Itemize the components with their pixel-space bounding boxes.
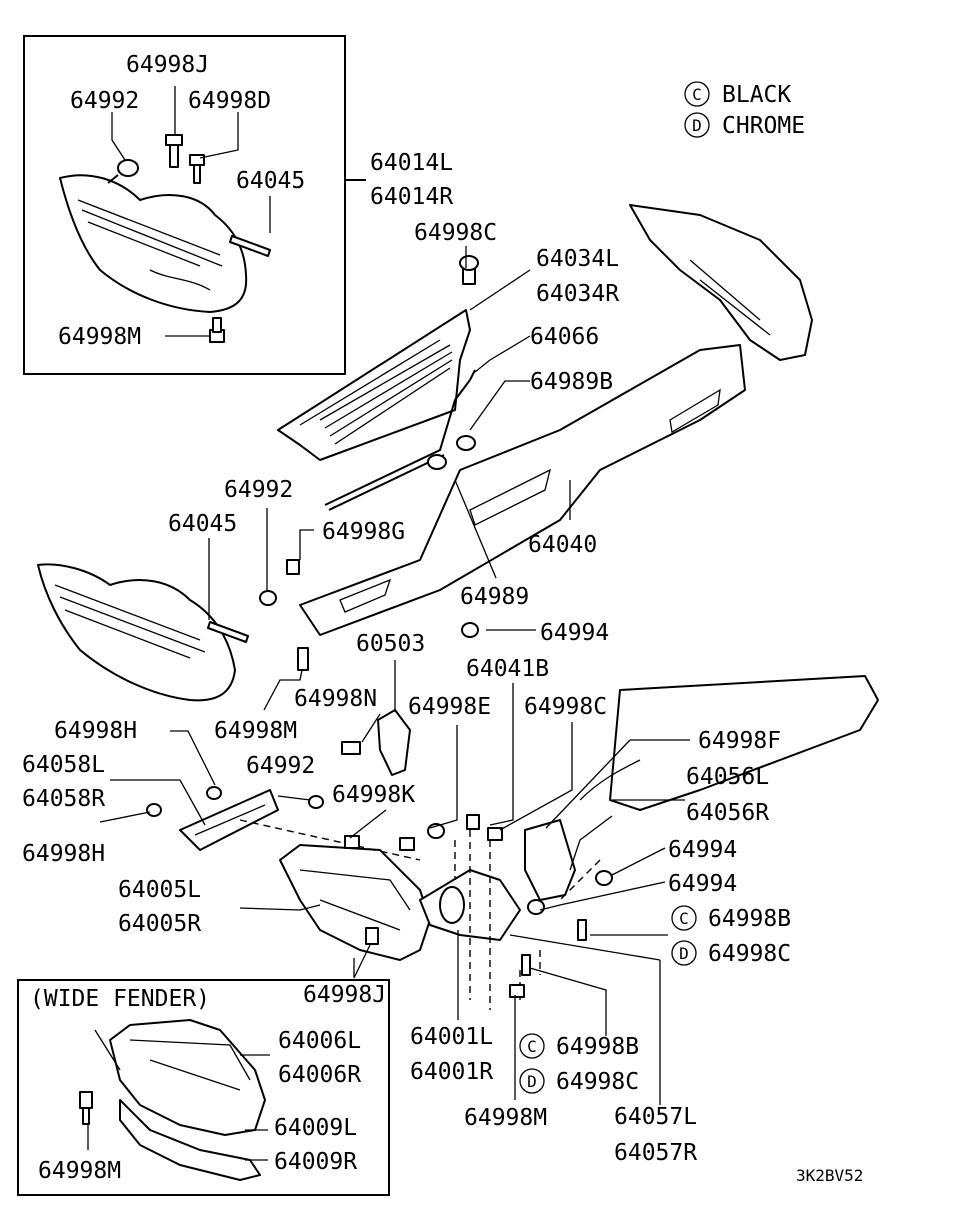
label-64989: 64989: [460, 584, 529, 610]
label-64006L: 64006L: [278, 1028, 361, 1054]
label-64998J-low: 64998J: [303, 982, 386, 1008]
color-legend: C BLACK D CHROME: [684, 81, 805, 139]
label-64009R: 64009R: [274, 1149, 357, 1175]
label-64040: 64040: [528, 532, 597, 558]
label-64994-c: 64994: [668, 871, 737, 897]
code-64998C-low: D: [527, 1072, 537, 1091]
label-64992-low: 64992: [246, 753, 315, 779]
legend-chrome-label: CHROME: [722, 113, 805, 139]
label-64056L: 64056L: [686, 764, 769, 790]
label-64998M-wide: 64998M: [38, 1158, 121, 1184]
label-64998N: 64998N: [294, 686, 377, 712]
label-64001R: 64001R: [410, 1059, 493, 1085]
label-64058L: 64058L: [22, 752, 105, 778]
label-64998E: 64998E: [408, 694, 491, 720]
label-64992-mid: 64992: [224, 477, 293, 503]
label-64005R: 64005R: [118, 911, 201, 937]
inset-top-box: 64998J 64992 64998D 64045 64998M: [23, 35, 366, 375]
label-64998D: 64998D: [188, 88, 271, 114]
label-64998C-low: 64998C: [556, 1069, 639, 1095]
main-assembly: [37, 204, 879, 1010]
label-64045-top: 64045: [236, 168, 305, 194]
label-64992-top: 64992: [70, 88, 139, 114]
legend-black-label: BLACK: [722, 82, 791, 108]
label-64009L: 64009L: [274, 1115, 357, 1141]
code-64998C-right: D: [679, 944, 689, 963]
label-64998M-mid: 64998M: [214, 718, 297, 744]
label-64998M-low: 64998M: [464, 1105, 547, 1131]
label-64066: 64066: [530, 324, 599, 350]
code-64998B-low: C: [527, 1037, 537, 1056]
label-64998G: 64998G: [322, 519, 405, 545]
figure-code: 3K2BV52: [796, 1166, 863, 1185]
label-64998C-top: 64998C: [414, 220, 497, 246]
inset-wide-fender-box: (WIDE FENDER) 64006L 64006R 64009L 64009…: [17, 979, 390, 1196]
wide-fender-title: (WIDE FENDER): [30, 986, 210, 1012]
label-64998J-top: 64998J: [126, 52, 209, 78]
main-labels: 64998C 64034L 64034R 64066 64989B 64040 …: [22, 220, 791, 1166]
label-64034L: 64034L: [536, 246, 619, 272]
label-64045-mid: 64045: [168, 511, 237, 537]
label-64001L: 64001L: [410, 1024, 493, 1050]
label-64041B: 64041B: [466, 656, 549, 682]
label-64994-b: 64994: [668, 837, 737, 863]
label-64006R: 64006R: [278, 1062, 361, 1088]
label-64994-a: 64994: [540, 620, 609, 646]
label-64998H-bot: 64998H: [22, 841, 105, 867]
label-64998B-right: 64998B: [708, 906, 791, 932]
label-64014R: 64014R: [370, 184, 453, 210]
label-64057L: 64057L: [614, 1104, 697, 1130]
leader-lines: [99, 246, 690, 1105]
label-64998C-mid: 64998C: [524, 694, 607, 720]
label-64998C-right: 64998C: [708, 941, 791, 967]
label-64998K: 64998K: [332, 782, 415, 808]
label-64998M-top: 64998M: [58, 324, 141, 350]
label-64989B: 64989B: [530, 369, 613, 395]
label-64057R: 64057R: [614, 1140, 697, 1166]
label-64998F: 64998F: [698, 728, 781, 754]
legend-chrome-code: D: [692, 116, 702, 135]
label-60503: 60503: [356, 631, 425, 657]
label-64034R: 64034R: [536, 281, 619, 307]
label-64014L: 64014L: [370, 150, 453, 176]
label-64998B-low: 64998B: [556, 1034, 639, 1060]
label-64058R: 64058R: [22, 786, 105, 812]
label-64998H-top: 64998H: [54, 718, 137, 744]
label-64056R: 64056R: [686, 800, 769, 826]
legend-black-code: C: [692, 85, 702, 104]
code-64998B-right: C: [679, 909, 689, 928]
label-64005L: 64005L: [118, 877, 201, 903]
